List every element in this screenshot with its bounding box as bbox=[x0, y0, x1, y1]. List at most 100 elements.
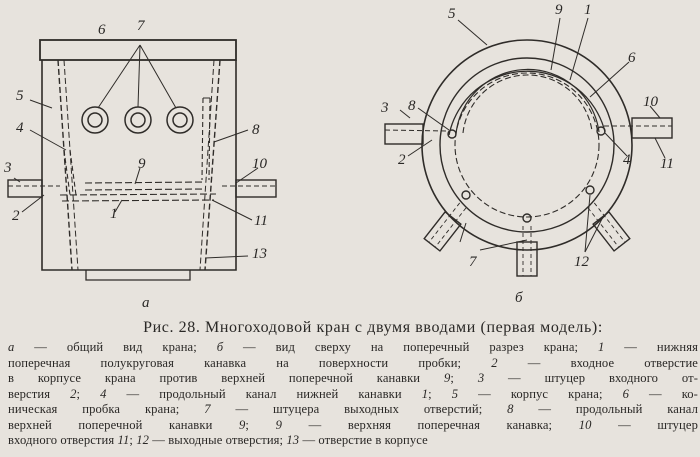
legend-text: — верхняя поперечная канавка; bbox=[282, 417, 579, 432]
legend-text: ; bbox=[129, 433, 137, 447]
groove-9 bbox=[84, 181, 206, 191]
legend-ref: 2 bbox=[491, 355, 498, 370]
legend-ref: 5 bbox=[451, 386, 459, 401]
legend-ref: 13 bbox=[286, 433, 300, 447]
callout-a-3: 3 bbox=[3, 160, 12, 176]
legend-text: — входное отверстие bbox=[497, 355, 698, 370]
legend-text: ; bbox=[428, 386, 452, 401]
legend-text: — корпус крана; bbox=[458, 386, 623, 401]
callout-a-10: 10 bbox=[252, 156, 268, 172]
legend-text: — нижняя bbox=[604, 340, 698, 354]
legend-text: — вид сверху на поперечный разрез крана; bbox=[223, 340, 599, 354]
legend-text: верстия bbox=[8, 386, 71, 401]
leaders-a bbox=[13, 44, 259, 259]
callout-a-7: 7 bbox=[137, 18, 146, 34]
view-b-drawing bbox=[384, 17, 673, 277]
caption-line: поперечная полукруговая канавка на повер… bbox=[8, 356, 698, 372]
caption-line: входного отверстия 11; 12 — выходные отв… bbox=[8, 433, 698, 449]
legend-text: — продольный канал нижней канавки bbox=[106, 386, 422, 401]
callout-a-2: 2 bbox=[12, 208, 20, 224]
legend-text: в корпусе крана против верхней поперечно… bbox=[8, 371, 444, 385]
legend-ref: 8 bbox=[507, 402, 514, 416]
caption-line: верхней поперечной канавки 9; 9 — верхня… bbox=[8, 418, 698, 434]
callout-a-6: 6 bbox=[98, 22, 106, 38]
callout-b-3: 3 bbox=[380, 100, 389, 116]
figure-caption: Рис. 28. Многоходовой кран с двумя ввода… bbox=[8, 318, 698, 457]
legend-ref: 11 bbox=[117, 433, 130, 447]
callout-b-2: 2 bbox=[398, 152, 406, 168]
callout-b-1: 1 bbox=[584, 2, 592, 18]
legend-ref: б bbox=[216, 340, 224, 354]
callout-a-9: 9 bbox=[138, 156, 146, 172]
caption-line: верстия 2; 4 — продольный канал нижней к… bbox=[8, 387, 698, 403]
callout-b-10: 10 bbox=[643, 94, 659, 110]
legend-ref: а bbox=[8, 340, 15, 354]
callout-b-6: 6 bbox=[628, 50, 636, 66]
legend-ref: 7 bbox=[204, 402, 211, 416]
caption-title: Рис. 28. Многоходовой кран с двумя ввода… bbox=[143, 319, 603, 336]
legend-ref: 3 bbox=[477, 371, 485, 385]
callout-a-8: 8 bbox=[252, 122, 260, 138]
valve-figure: 6 7 5 4 8 3 9 10 2 1 11 13 а 5 9 1 6 3 8… bbox=[3, 2, 674, 311]
legend-text: ническая пробка крана; bbox=[8, 402, 205, 416]
legend-text: — ко- bbox=[628, 386, 698, 401]
callout-b-5: 5 bbox=[448, 6, 456, 22]
callout-a-5: 5 bbox=[16, 88, 24, 104]
legend-ref: 9 bbox=[443, 371, 451, 385]
legend-text: поперечная полукруговая канавка на повер… bbox=[8, 355, 492, 370]
outlet-circles bbox=[81, 106, 194, 134]
callout-a-13: 13 bbox=[252, 246, 267, 262]
legend-ref: 9 bbox=[275, 417, 283, 432]
valve-body bbox=[41, 60, 237, 271]
callouts-view-a: 6 7 5 4 8 3 9 10 2 1 11 13 а bbox=[3, 18, 268, 311]
view-a-drawing bbox=[7, 39, 277, 281]
legend-text: входного отверстия bbox=[8, 433, 118, 447]
legend-ref: 12 bbox=[136, 433, 150, 447]
groove-9-arc bbox=[448, 70, 606, 136]
groove-1-arc bbox=[462, 74, 593, 134]
legend-ref: 4 bbox=[100, 386, 107, 401]
inner-body-circle bbox=[439, 57, 615, 233]
caption-line: а — общий вид крана; б — вид сверху на п… bbox=[8, 340, 698, 356]
view-a-label: а bbox=[142, 295, 150, 311]
callout-b-7: 7 bbox=[469, 254, 478, 270]
legend-text: — штуцера выходных отверстий; bbox=[210, 402, 508, 416]
plug-outline bbox=[57, 59, 221, 271]
cover-plate bbox=[39, 39, 237, 61]
legend-text: — штуцер bbox=[591, 417, 698, 432]
callout-b-8: 8 bbox=[408, 98, 416, 114]
legend-text: — общий вид крана; bbox=[14, 340, 217, 354]
legend-ref: 6 bbox=[622, 386, 629, 401]
callout-b-9: 9 bbox=[555, 2, 563, 18]
callout-a-4: 4 bbox=[16, 120, 24, 136]
legend-text: ; bbox=[245, 417, 276, 432]
fitting-3-b bbox=[384, 123, 424, 145]
fitting-10 bbox=[235, 179, 277, 198]
legend-ref: 2 bbox=[70, 386, 77, 401]
caption-line: ническая пробка крана; 7 — штуцера выход… bbox=[8, 402, 698, 418]
callouts-view-b: 5 9 1 6 3 8 10 2 4 11 7 12 б bbox=[380, 2, 674, 306]
legend-text: верхней поперечной канавки bbox=[8, 417, 239, 432]
fitting-10-b bbox=[631, 117, 673, 139]
callout-b-11: 11 bbox=[660, 156, 674, 172]
outlet-fittings bbox=[423, 202, 631, 277]
legend-text: — отверстие в корпусе bbox=[299, 433, 428, 447]
callout-b-12: 12 bbox=[574, 254, 590, 270]
legend-ref: 10 bbox=[578, 417, 592, 432]
legend-text: — штуцер входного от- bbox=[484, 371, 698, 385]
legend-text: — выходные отверстия; bbox=[149, 433, 287, 447]
groove-1 bbox=[59, 193, 217, 202]
outer-body-circle bbox=[421, 39, 633, 251]
fitting-3 bbox=[7, 179, 43, 198]
callout-a-11: 11 bbox=[254, 213, 268, 229]
legend-text: ; bbox=[450, 371, 478, 385]
legend-ref: 1 bbox=[598, 340, 605, 354]
caption-legend: а — общий вид крана; б — вид сверху на п… bbox=[8, 340, 698, 449]
legend-text: ; bbox=[76, 386, 101, 401]
caption-line: в корпусе крана против верхней поперечно… bbox=[8, 371, 698, 387]
legend-ref: 1 bbox=[421, 386, 429, 401]
callout-b-4: 4 bbox=[623, 152, 631, 168]
leaders-b bbox=[399, 17, 666, 253]
callout-a-1: 1 bbox=[110, 206, 118, 222]
legend-ref: 9 bbox=[239, 417, 246, 432]
